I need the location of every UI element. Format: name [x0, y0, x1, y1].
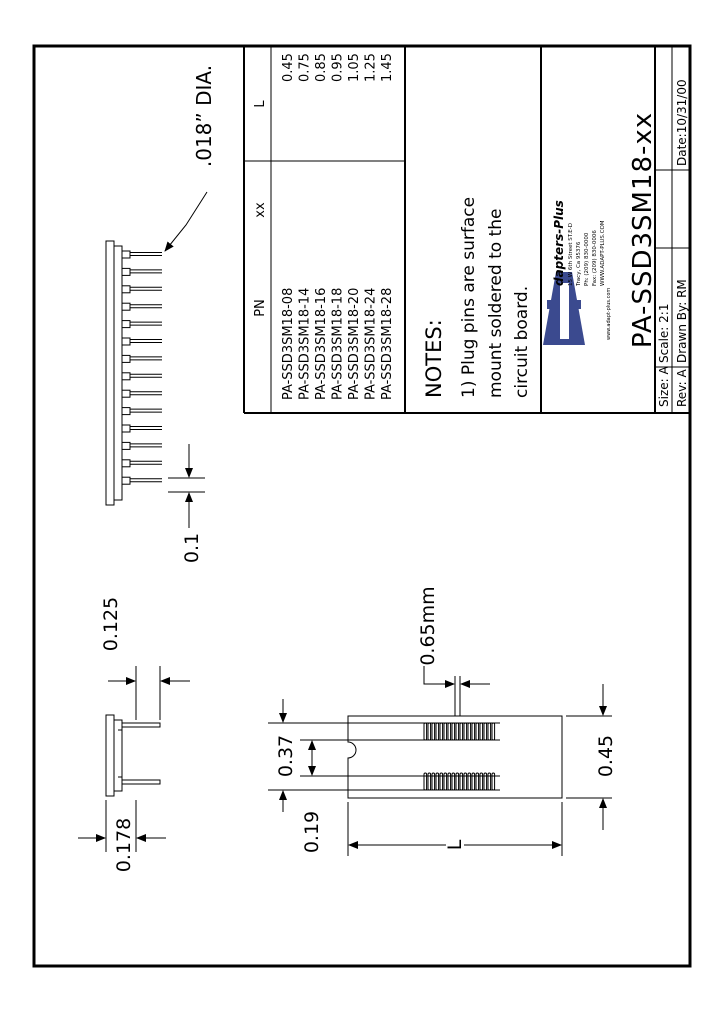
date-label: Date:10/31/00 — [675, 79, 689, 166]
sheet-border — [32, 44, 692, 968]
drawn-by-label: Drawn By: RM — [675, 279, 689, 363]
notes-line-1: 1) Plug pins are surface — [459, 197, 479, 398]
table-pn-cell: PA-SSD3SM18-28 — [380, 288, 395, 400]
dim-0178-label: 0.178 — [113, 818, 135, 872]
solder-pad — [491, 722, 496, 741]
table-l-cell: 1.25 — [364, 53, 379, 82]
title-block: PA-SSD3SM18-xx Size: A Rev: A Scale: 2:1… — [244, 46, 690, 414]
table-l-cell: 0.45 — [281, 53, 296, 82]
table-pn-cell: PA-SSD3SM18-20 — [347, 288, 362, 400]
table-pn-cell: PA-SSD3SM18-08 — [281, 288, 296, 400]
dim-0125-label: 0.125 — [100, 597, 122, 651]
logo-line-1: 15 W 6th Street ST.E-D — [568, 223, 574, 286]
solder-pad — [455, 722, 460, 741]
pin-collar — [121, 267, 131, 276]
table-l-cell: 0.95 — [331, 53, 346, 82]
solder-pad — [463, 722, 468, 741]
table-pn-cell: PA-SSD3SM18-24 — [364, 288, 379, 400]
company-logo: dapters-Plus 15 W 6th Street ST.E-D Trac… — [543, 200, 612, 345]
table-l-cell: 1.05 — [347, 53, 362, 82]
pin-collar — [121, 337, 131, 346]
side-body-inner — [113, 719, 123, 792]
pin-collar — [121, 441, 131, 450]
board-outline — [347, 715, 563, 799]
size-label: Size: A — [657, 366, 671, 407]
pin-collar — [121, 389, 131, 398]
dim-037-label: 0.37 — [275, 735, 297, 777]
notes-section: NOTES: 1) Plug pins are surface mount so… — [404, 46, 532, 413]
solder-pad — [483, 722, 488, 741]
pin-diameter-label: .018” DIA. — [192, 65, 216, 167]
pin-collar — [121, 459, 131, 468]
connector-side-view: 0.125 0.178 — [78, 597, 190, 872]
solder-pad — [423, 722, 428, 741]
logo-line-2: Tracy, Ca 95376 — [576, 241, 582, 287]
dim-045-label: 0.45 — [595, 735, 617, 777]
solder-pad — [471, 722, 476, 741]
connector-body-top — [105, 240, 115, 506]
solder-pad — [439, 722, 444, 741]
pin-collar — [121, 320, 131, 329]
part-number: PA-SSD3SM18-xx — [628, 112, 658, 348]
side-body-outer — [105, 714, 115, 797]
part-table: PN xx L PA-SSD3SM18-08 0.45PA-SSD3SM18-14… — [243, 46, 405, 413]
table-l-cell: 0.75 — [298, 53, 313, 82]
scale-label: Scale: 2:1 — [657, 304, 671, 363]
solder-pad — [427, 722, 432, 741]
connector-insulator-top — [113, 245, 123, 501]
table-header-xx: xx — [253, 202, 268, 218]
solder-pad — [475, 722, 480, 741]
table-l-cell: 0.85 — [314, 53, 329, 82]
pin-collar — [121, 372, 131, 381]
table-header-l: L — [253, 100, 268, 108]
pin-collar — [121, 424, 131, 433]
pitch-dim-label: 0.1 — [181, 533, 203, 563]
notes-line-2: mount soldered to the — [486, 209, 506, 398]
pin-collar — [121, 407, 131, 416]
solder-pad — [479, 722, 484, 741]
footprint-view: 0.65mm 0.37 0.19 0.45 L — [268, 586, 617, 856]
table-pn-cell: PA-SSD3SM18-18 — [331, 288, 346, 400]
solder-pad — [443, 722, 448, 741]
solder-pad — [487, 722, 492, 741]
pin-collar — [121, 476, 131, 485]
pin-collar — [121, 285, 131, 294]
logo-website: www.adapt-plus.com — [606, 288, 612, 340]
notes-title: NOTES: — [422, 319, 446, 398]
table-header-pn: PN — [253, 299, 268, 317]
dim-065mm-label: 0.65mm — [417, 586, 439, 665]
connector-top-view: 0.1 .018” DIA. — [105, 65, 216, 563]
notes-line-3: circuit board. — [512, 286, 532, 398]
table-pn-cell: PA-SSD3SM18-16 — [314, 288, 329, 400]
solder-pad — [451, 722, 456, 741]
pin-collar — [121, 250, 131, 259]
rev-label: Rev: A — [675, 369, 689, 407]
logo-line-4: Fax: (209) 830-0006 — [592, 230, 598, 286]
dim-L-label: L — [444, 839, 466, 850]
pin-collar — [121, 302, 131, 311]
solder-pad — [467, 722, 472, 741]
table-l-cell: 1.45 — [380, 53, 395, 82]
solder-pad — [435, 722, 440, 741]
pin-collar — [121, 354, 131, 363]
solder-pad — [447, 722, 452, 741]
dim-019-label: 0.19 — [301, 811, 323, 853]
solder-pad — [459, 722, 464, 741]
logo-brand: dapters-Plus — [552, 200, 566, 286]
table-pn-cell: PA-SSD3SM18-14 — [298, 288, 313, 400]
logo-line-5: WWW.ADAPT-PLUS.COM — [600, 220, 606, 286]
solder-pad — [431, 722, 436, 741]
logo-line-3: Ph: (209) 830-0000 — [584, 232, 590, 286]
